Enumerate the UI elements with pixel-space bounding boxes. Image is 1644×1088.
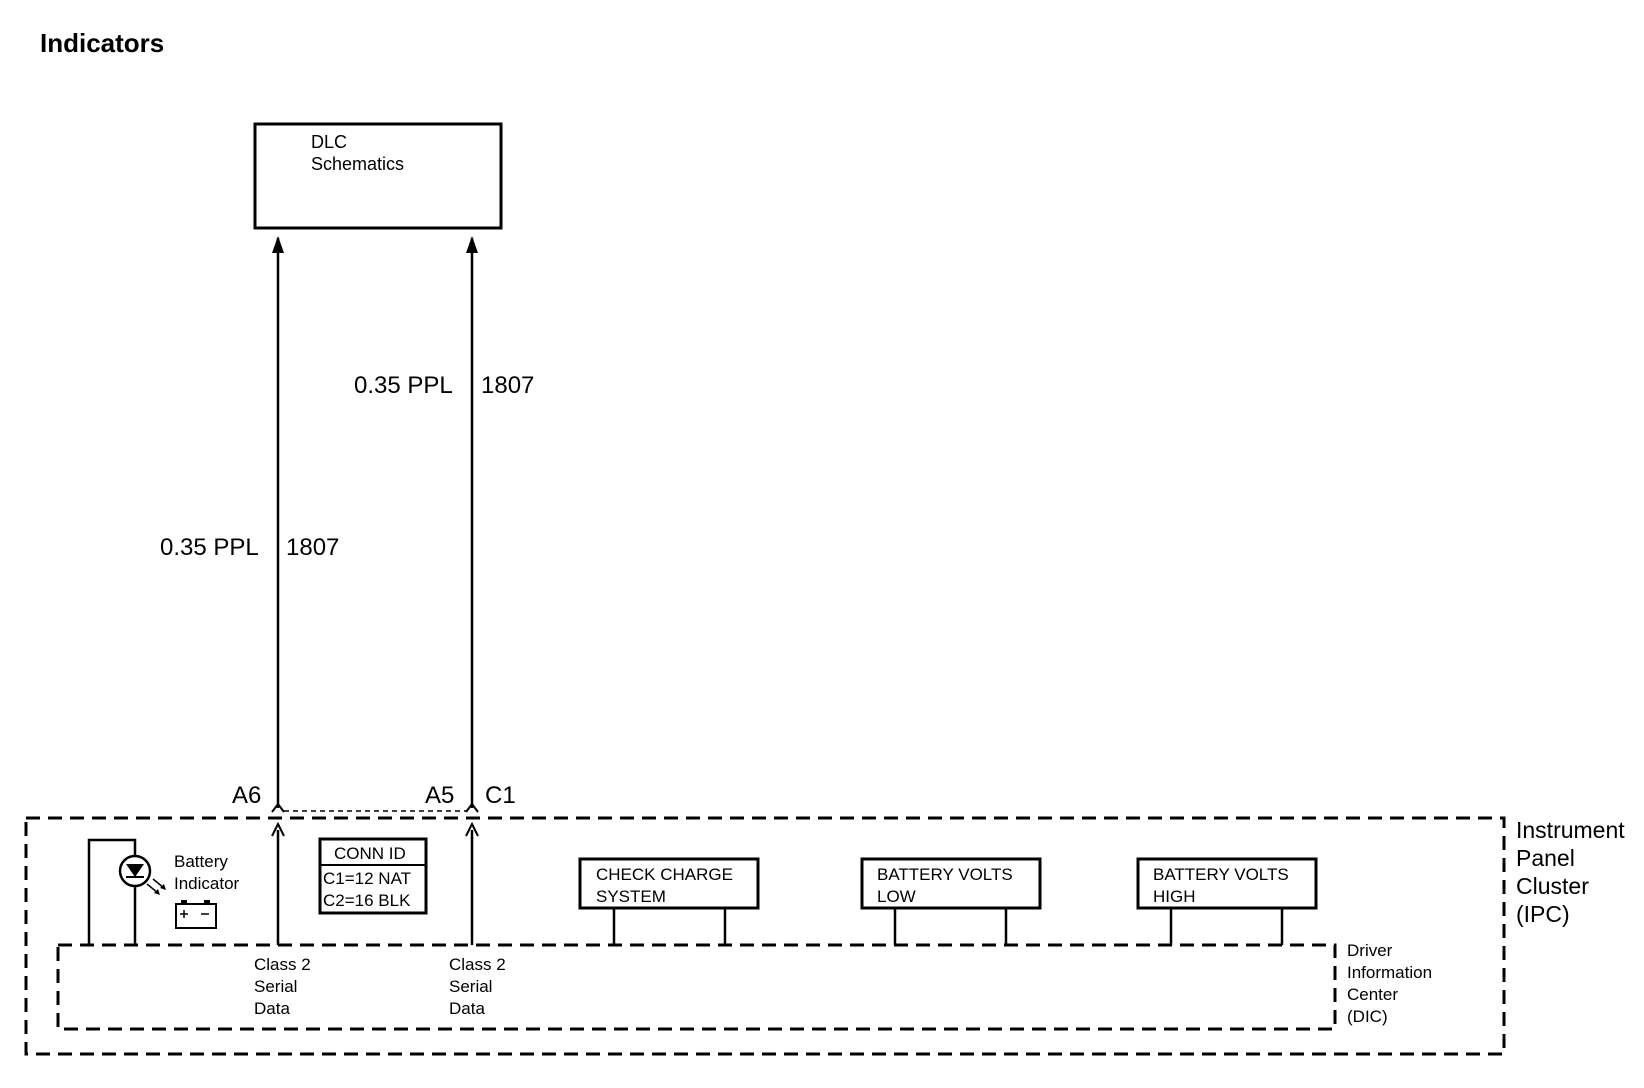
dlc-box-line2: Schematics xyxy=(311,154,404,174)
message-battery-low-line2: LOW xyxy=(877,887,916,906)
message-battery-high-line1: BATTERY VOLTS xyxy=(1153,865,1289,884)
ipc-label-line4: (IPC) xyxy=(1516,901,1570,927)
wire-a5-c1 xyxy=(465,236,479,945)
message-battery-high-line2: HIGH xyxy=(1153,887,1196,906)
message-battery-low-line1: BATTERY VOLTS xyxy=(877,865,1013,884)
page-title: Indicators xyxy=(40,28,164,58)
dlc-box-line1: DLC xyxy=(311,132,347,152)
dic-boundary xyxy=(56,943,1337,1031)
pin-a5: A5 xyxy=(425,782,454,809)
ipc-boundary xyxy=(24,816,1506,1056)
dic-label-line1: Driver xyxy=(1347,941,1393,960)
ipc-label-line3: Cluster xyxy=(1516,873,1589,899)
dic-label-line3: Center xyxy=(1347,985,1398,1004)
wire-a5-circuit: 1807 xyxy=(481,372,534,399)
battery-indicator-label-line1: Battery xyxy=(174,852,228,871)
message-battery-volts-high: BATTERY VOLTS HIGH xyxy=(1136,857,1318,945)
conn-id-row2: C2=16 BLK xyxy=(323,891,411,910)
conn-id-box: CONN ID C1=12 NAT C2=16 BLK xyxy=(318,837,428,915)
dlc-schematics-box[interactable]: DLC Schematics xyxy=(253,122,503,230)
message-battery-volts-low: BATTERY VOLTS LOW xyxy=(860,857,1042,945)
led-emission-icon xyxy=(146,878,166,895)
serial-data-1-line1: Class 2 xyxy=(254,955,311,974)
battery-indicator-label-line2: Indicator xyxy=(174,874,240,893)
wire-a6 xyxy=(271,236,285,945)
battery-icon xyxy=(175,900,217,929)
battery-indicator-circuit xyxy=(87,838,217,945)
pin-c1: C1 xyxy=(485,782,516,809)
conn-id-row1: C1=12 NAT xyxy=(323,869,411,888)
dic-label-line4: (DIC) xyxy=(1347,1007,1388,1026)
wire-a6-circuit: 1807 xyxy=(286,534,339,561)
arrow-up-icon xyxy=(272,236,284,253)
conn-id-header: CONN ID xyxy=(334,844,406,863)
serial-data-2-line2: Serial xyxy=(449,977,492,996)
message-check-charge-system: CHECK CHARGE SYSTEM xyxy=(578,857,760,945)
wire-a5-gauge-color: 0.35 PPL xyxy=(354,372,453,399)
wire-a6-gauge-color: 0.35 PPL xyxy=(160,534,259,561)
ipc-label-line1: Instrument xyxy=(1516,817,1625,843)
arrow-up-icon xyxy=(466,236,478,253)
ipc-label-line2: Panel xyxy=(1516,845,1575,871)
serial-data-1-line2: Serial xyxy=(254,977,297,996)
message-check-charge-line1: CHECK CHARGE xyxy=(596,865,733,884)
message-check-charge-line2: SYSTEM xyxy=(596,887,666,906)
serial-data-2-line3: Data xyxy=(449,999,485,1018)
serial-data-2-line1: Class 2 xyxy=(449,955,506,974)
pin-a6: A6 xyxy=(232,782,261,809)
serial-data-1-line3: Data xyxy=(254,999,290,1018)
dic-label-line2: Information xyxy=(1347,963,1432,982)
